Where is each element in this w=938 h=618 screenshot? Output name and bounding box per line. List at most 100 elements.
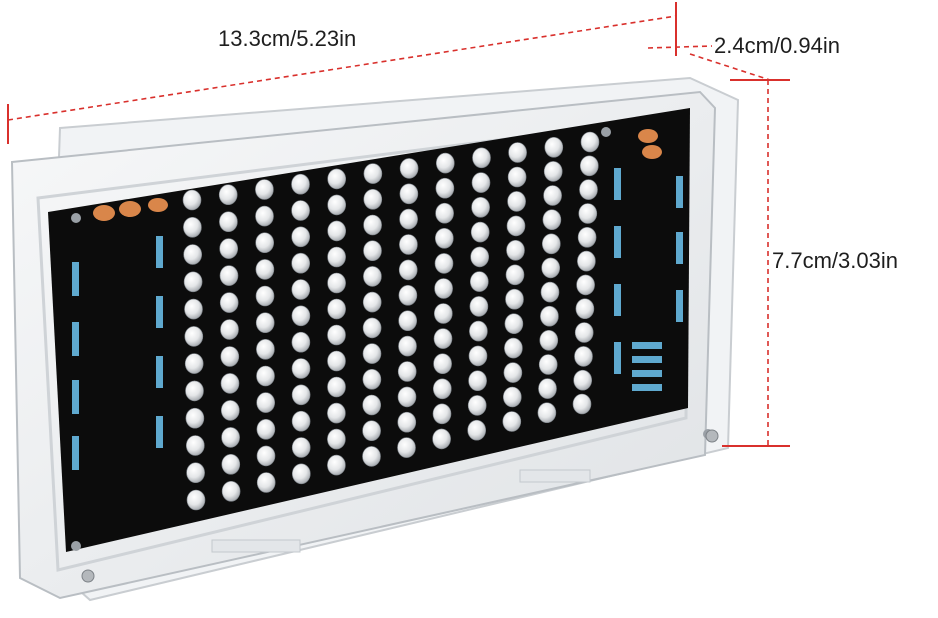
led xyxy=(327,454,346,476)
led xyxy=(470,221,490,243)
acrylic-inner-edge xyxy=(36,114,690,572)
led-matrix xyxy=(182,131,600,511)
led xyxy=(291,384,311,406)
led xyxy=(183,271,203,293)
acrylic-tab xyxy=(519,469,591,483)
led xyxy=(362,420,381,442)
led xyxy=(432,403,452,425)
led xyxy=(291,279,311,300)
led xyxy=(327,272,346,294)
led xyxy=(255,312,275,334)
led xyxy=(469,296,489,317)
led xyxy=(327,168,347,190)
led xyxy=(362,446,381,467)
led xyxy=(577,227,597,248)
led xyxy=(433,328,453,349)
led xyxy=(255,205,274,227)
led xyxy=(538,378,557,399)
led xyxy=(327,220,347,242)
led xyxy=(397,361,417,382)
led xyxy=(256,338,275,360)
led xyxy=(397,411,417,433)
led xyxy=(508,142,527,163)
led xyxy=(579,155,599,177)
led xyxy=(469,320,488,342)
led xyxy=(362,394,382,416)
led xyxy=(182,189,202,211)
led xyxy=(256,472,276,493)
led xyxy=(543,161,563,182)
right-components xyxy=(601,127,713,439)
led xyxy=(579,179,598,200)
led xyxy=(542,209,562,230)
led xyxy=(221,427,240,448)
led xyxy=(291,358,311,379)
acrylic-tab xyxy=(211,539,301,553)
width-label: 13.3cm/5.23in xyxy=(218,26,357,51)
led xyxy=(291,331,311,353)
led xyxy=(291,437,311,458)
led xyxy=(291,173,310,195)
led xyxy=(220,373,240,394)
led xyxy=(397,386,417,408)
led xyxy=(399,234,418,255)
led xyxy=(291,305,311,327)
led xyxy=(468,370,487,392)
led xyxy=(507,166,527,188)
led xyxy=(470,246,490,268)
dimension-lines xyxy=(7,2,790,447)
led xyxy=(540,281,560,303)
led xyxy=(362,317,382,339)
led xyxy=(469,271,489,292)
led xyxy=(186,462,205,484)
led xyxy=(256,445,276,467)
led xyxy=(291,463,311,485)
led xyxy=(435,152,455,174)
led xyxy=(184,353,204,374)
led xyxy=(184,326,204,347)
led xyxy=(544,137,564,158)
led xyxy=(218,184,238,205)
led xyxy=(468,345,488,367)
led xyxy=(362,291,382,313)
depth-label: 2.4cm/0.94in xyxy=(714,33,840,58)
led xyxy=(256,418,276,440)
led xyxy=(505,264,525,286)
led xyxy=(471,197,490,218)
led xyxy=(399,183,419,205)
led xyxy=(219,211,238,232)
led xyxy=(362,368,382,390)
led xyxy=(183,244,202,265)
led xyxy=(434,253,454,274)
led xyxy=(538,354,558,375)
led xyxy=(398,284,418,306)
led xyxy=(539,329,559,351)
led xyxy=(186,489,206,511)
led xyxy=(327,324,346,346)
led xyxy=(575,298,595,320)
led xyxy=(221,400,240,421)
led xyxy=(467,395,487,416)
depth-dimension-line xyxy=(647,45,713,49)
led xyxy=(256,365,275,387)
led xyxy=(327,350,346,372)
led xyxy=(432,378,452,400)
led xyxy=(363,163,383,184)
led xyxy=(502,386,522,408)
led xyxy=(540,305,559,327)
led xyxy=(506,215,526,237)
height-label: 7.7cm/3.03in xyxy=(772,248,898,273)
led xyxy=(435,202,454,224)
led xyxy=(541,233,561,255)
led xyxy=(255,179,274,200)
led xyxy=(220,346,240,367)
led xyxy=(185,407,205,429)
led xyxy=(504,313,524,335)
led xyxy=(220,319,239,340)
led xyxy=(504,337,523,359)
led xyxy=(363,240,382,261)
led xyxy=(327,298,346,320)
led xyxy=(291,226,311,248)
width-dimension-line xyxy=(7,15,677,121)
